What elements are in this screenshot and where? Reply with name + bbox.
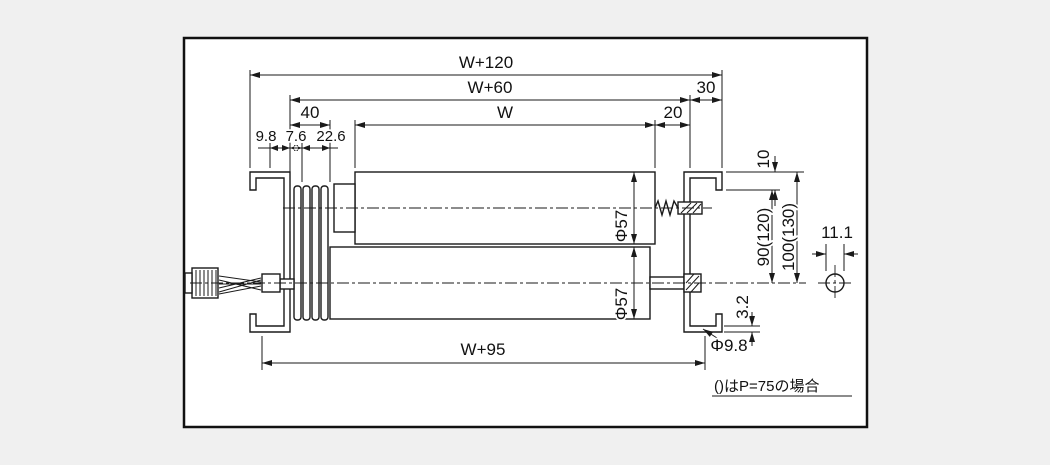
right-frame-bracket	[683, 171, 723, 333]
dim-label-22-6: 22.6	[316, 128, 345, 145]
dim-label-11-1: 11.1	[821, 223, 853, 242]
drive-belt	[302, 185, 311, 321]
drive-belt	[293, 185, 302, 321]
dim-label-9-8: 9.8	[256, 128, 277, 145]
dim-label-w60: W+60	[468, 78, 513, 97]
leader-line-dia9-8	[702, 328, 718, 339]
dim-label-40: 40	[301, 103, 320, 122]
drawing-note: ()はP=75の場合	[714, 378, 819, 395]
dim-label-90-120: 90(120)	[754, 208, 773, 267]
dimension-lines	[250, 72, 858, 397]
dim-label-w120: W+120	[459, 53, 513, 72]
dimension-labels: W+120 W+60 30 40 W 20 9.8 7.6 22.6 10 Φ5…	[254, 51, 855, 395]
dim-label-20: 20	[664, 103, 683, 122]
dim-label-7-6: 7.6	[286, 128, 307, 145]
drive-belt	[320, 185, 329, 321]
dim-label-3-2: 3.2	[733, 295, 752, 319]
dim-label-dia57-bottom: Φ57	[612, 288, 631, 320]
dim-label-10: 10	[754, 150, 773, 169]
dim-label-30: 30	[697, 78, 716, 97]
cable-gland	[279, 278, 295, 290]
drive-belt	[311, 185, 320, 321]
left-frame-bracket	[249, 171, 291, 333]
hex-shaft-hatch	[685, 273, 700, 293]
dim-label-w: W	[497, 103, 513, 122]
dim-label-100-130: 100(130)	[779, 203, 798, 271]
centerlines	[190, 207, 852, 301]
dim-label-dia9-8: Φ9.8	[710, 336, 747, 355]
extension-lines	[249, 70, 845, 370]
dim-label-dia57-top: Φ57	[612, 210, 631, 242]
frame-brackets	[249, 171, 723, 333]
chain-arrowheads	[270, 145, 330, 151]
shaft-spring	[654, 198, 679, 218]
dim-label-w95: W+95	[461, 340, 506, 359]
drive-belts	[293, 185, 329, 321]
